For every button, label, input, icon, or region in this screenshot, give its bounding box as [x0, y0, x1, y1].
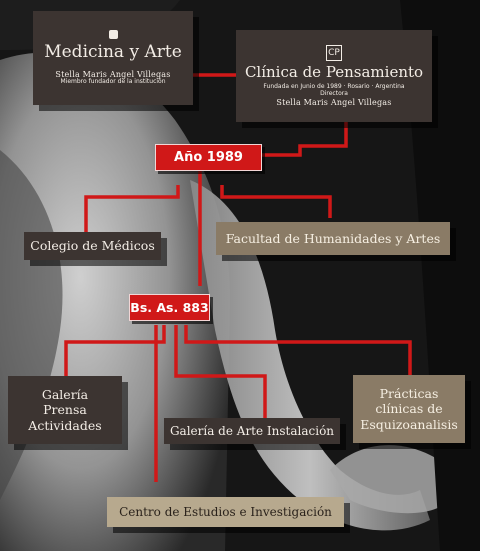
clinica-director-label: Directora	[320, 89, 348, 97]
galeria-arte-label: Galería de Arte Instalación	[169, 423, 335, 438]
ano-label: Año 1989	[174, 150, 243, 165]
practicas-line3: Esquizoanalisis	[360, 416, 458, 432]
cp-logo-icon: CP	[326, 45, 342, 62]
connector-ano-colegio	[84, 185, 180, 232]
institution-emblem-icon	[108, 30, 118, 40]
medicina-title: Medicina y Arte	[44, 42, 182, 63]
centro-label: Centro de Estudios e Investigación	[119, 504, 332, 519]
galeria-line2: Prensa	[43, 402, 87, 418]
connector-bsas-practicas	[184, 325, 412, 375]
box-clinica-de-pensamiento[interactable]: CP Clínica de Pensamiento Fundada en Jun…	[236, 30, 432, 122]
box-facultad-humanidades[interactable]: Facultad de Humanidades y Artes	[216, 222, 450, 255]
medicina-name: Stella Maris Angel Villegas	[55, 69, 171, 79]
galeria-line3: Actividades	[28, 417, 102, 433]
box-colegio-de-medicos[interactable]: Colegio de Médicos	[24, 232, 161, 260]
box-bs-as-883[interactable]: Bs. As. 883	[129, 294, 210, 321]
box-galeria-prensa-actividades[interactable]: Galería Prensa Actividades	[8, 376, 122, 444]
connector-bsas-galeria-arte	[174, 325, 267, 418]
practicas-line1: Prácticas	[379, 385, 439, 401]
galeria-line1: Galería	[41, 386, 89, 402]
clinica-title: Clínica de Pensamiento	[244, 63, 424, 82]
bsas-label: Bs. As. 883	[130, 300, 209, 315]
facultad-label: Facultad de Humanidades y Artes	[225, 230, 441, 246]
box-medicina-y-arte[interactable]: Medicina y Arte Stella Maris Angel Ville…	[33, 11, 193, 105]
clinica-founded: Fundada en Junio de 1989 · Rosario · Arg…	[263, 82, 405, 90]
box-galeria-de-arte-instalacion[interactable]: Galería de Arte Instalación	[164, 418, 340, 444]
box-practicas-clinicas[interactable]: Prácticas clínicas de Esquizoanalisis	[353, 375, 465, 443]
medicina-role: Miembro fundador de la institución	[60, 77, 166, 85]
box-centro-de-estudios[interactable]: Centro de Estudios e Investigación	[107, 497, 344, 527]
colegio-label: Colegio de Médicos	[30, 238, 155, 254]
connector-clinica-ano	[262, 122, 348, 157]
practicas-line2: clínicas de	[375, 401, 443, 417]
box-ano-1989[interactable]: Año 1989	[155, 144, 262, 171]
connector-ano-facultad	[220, 185, 332, 218]
connector-bsas-galeria	[64, 325, 166, 376]
clinica-director: Stella Maris Angel Villegas	[276, 97, 392, 107]
